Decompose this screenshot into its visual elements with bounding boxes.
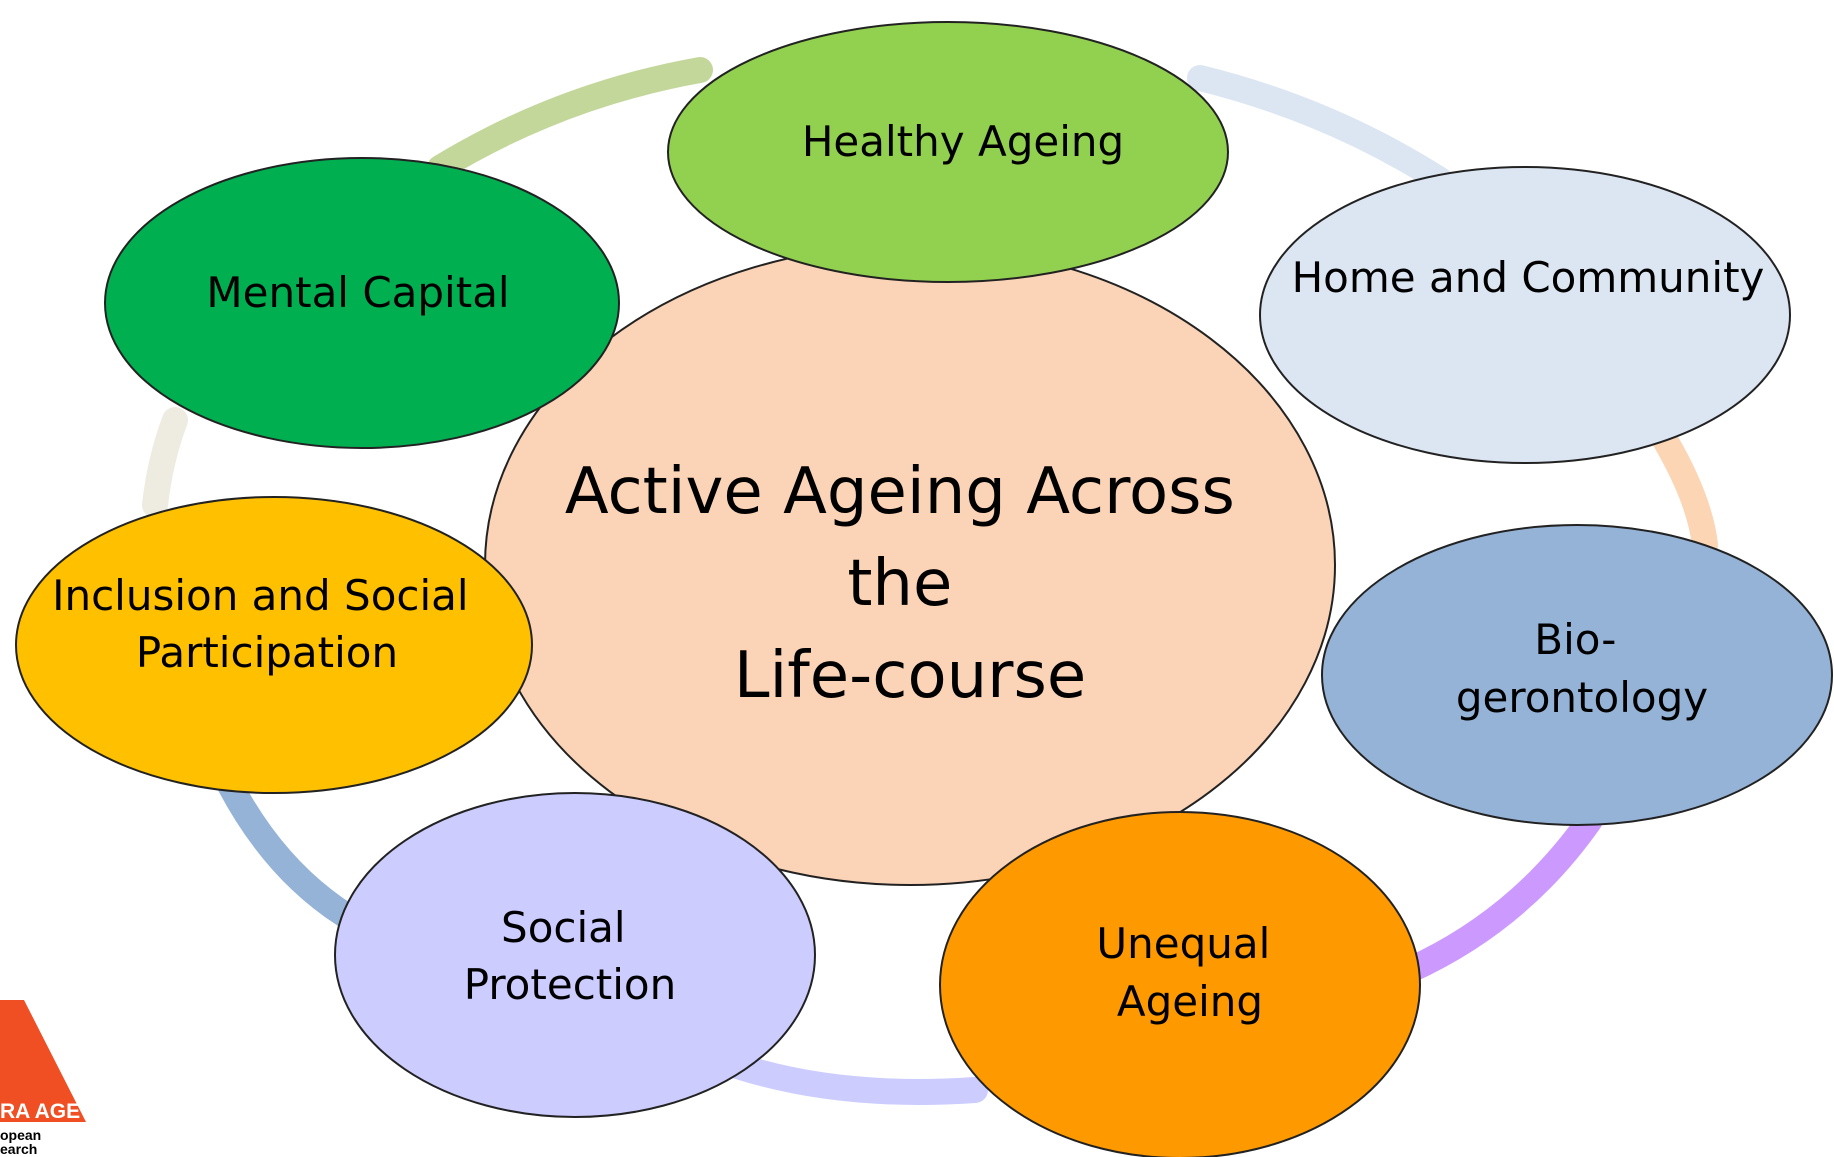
node-healthy-ageing: Healthy Ageing (667, 21, 1229, 283)
node-home-and-community-ellipse (1259, 166, 1791, 464)
node-bio-gerontology-line-2: gerontology (1456, 673, 1708, 722)
ring-segment-top-right (1187, 65, 1453, 193)
node-bio-gerontology-line-1: Bio- (1534, 615, 1616, 664)
node-healthy-ageing-line-1: Healthy Ageing (802, 117, 1124, 166)
node-social-protection-label: Social Protection (464, 903, 676, 1009)
ring-segment-right-lower (1397, 807, 1603, 983)
node-unequal-ageing: Unequal Ageing (939, 811, 1421, 1157)
ring-segment-left-lower (217, 772, 358, 928)
node-inclusion-and-social-participation-line-1: Inclusion and Social (52, 571, 469, 620)
outer-ring (142, 57, 1718, 1105)
node-inclusion-and-social-participation-ellipse (15, 496, 533, 794)
center-title-line-1: Active Ageing Across (565, 455, 1235, 529)
node-mental-capital-ellipse (104, 157, 620, 449)
node-bio-gerontology-ellipse (1321, 524, 1833, 826)
node-inclusion-and-social-participation: Inclusion and Social Participation (15, 496, 533, 794)
ring-segment-bottom (707, 1047, 988, 1105)
node-inclusion-and-social-participation-line-2: Participation (136, 628, 398, 677)
node-bio-gerontology-label: Bio- gerontology (1456, 615, 1708, 722)
node-social-protection-line-2: Protection (464, 960, 676, 1009)
node-home-and-community-label: Home and Community (1292, 253, 1765, 302)
logo-triangle (0, 1000, 86, 1122)
node-home-and-community-line-1: Home and Community (1292, 253, 1765, 302)
center-node: Active Ageing Across the Life-course (484, 244, 1336, 886)
ring-segment-top-left (427, 57, 713, 181)
node-bio-gerontology: Bio- gerontology (1321, 524, 1833, 826)
node-mental-capital: Mental Capital (104, 157, 620, 449)
node-home-and-community: Home and Community (1259, 166, 1791, 464)
ring-segment-right-upper (1652, 427, 1718, 558)
node-unequal-ageing-label: Unequal Ageing (1096, 919, 1283, 1026)
node-social-protection: Social Protection (334, 792, 816, 1118)
node-unequal-ageing-line-1: Unequal (1096, 919, 1270, 968)
logo-line-1: opean (0, 1127, 41, 1143)
node-unequal-ageing-line-2: Ageing (1117, 977, 1263, 1026)
center-title: Active Ageing Across the Life-course (565, 455, 1255, 713)
node-mental-capital-line-1: Mental Capital (206, 268, 509, 317)
node-social-protection-ellipse (334, 792, 816, 1118)
node-healthy-ageing-ellipse (667, 21, 1229, 283)
ring-segment-left-upper (142, 407, 188, 518)
logo-title: RA AGE 2 (0, 1100, 98, 1123)
center-title-line-2: the (847, 547, 952, 621)
era-age-logo: RA AGE 2 opean earch (0, 1000, 98, 1157)
node-social-protection-line-1: Social (501, 903, 626, 952)
node-mental-capital-label: Mental Capital (206, 268, 509, 317)
logo-line-2: earch (0, 1141, 37, 1157)
node-unequal-ageing-ellipse (939, 811, 1421, 1157)
node-inclusion-and-social-participation-label: Inclusion and Social Participation (52, 571, 482, 677)
center-title-line-3: Life-course (734, 639, 1086, 713)
node-healthy-ageing-label: Healthy Ageing (802, 117, 1124, 166)
